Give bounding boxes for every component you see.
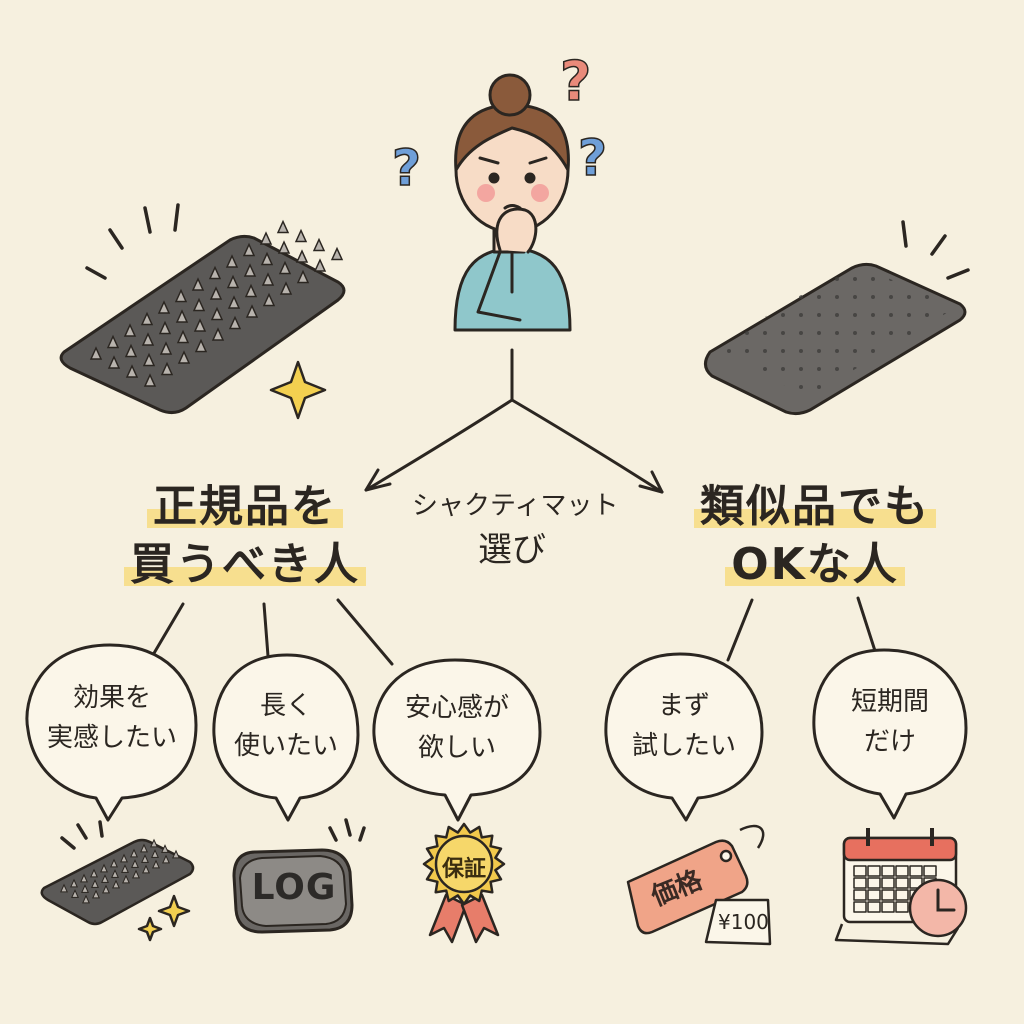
emphasis-lines bbox=[60, 203, 970, 850]
right-heading-line2: OKな人 bbox=[725, 539, 905, 590]
log-badge-label: LOG bbox=[251, 867, 337, 908]
spike-mat-small-icon bbox=[40, 838, 195, 926]
left-heading-line1: 正規品を bbox=[147, 481, 343, 532]
reason-security: 安心感が 欲しい bbox=[374, 678, 540, 778]
right-heading: 類似品でも OKな人 bbox=[670, 478, 960, 594]
bubble-long-use bbox=[212, 653, 360, 822]
reason-effect-line1: 効果を bbox=[72, 683, 151, 713]
thinking-woman-icon bbox=[453, 73, 572, 332]
price-tag-icon bbox=[626, 824, 772, 946]
spike-mat-icon bbox=[59, 219, 346, 415]
left-heading: 正規品を 買うべき人 bbox=[120, 478, 370, 594]
reason-try-first-line2: 試したい bbox=[631, 731, 736, 761]
warranty-seal-label: 保証 bbox=[441, 857, 486, 882]
reason-long-use-line1: 長く bbox=[259, 691, 312, 721]
reason-security-line1: 安心感が bbox=[404, 693, 509, 723]
reason-short-term-line1: 短期間 bbox=[850, 687, 929, 717]
sparkle-icon bbox=[137, 360, 327, 942]
speech-bubbles bbox=[25, 643, 968, 822]
reason-long-use: 長く 使いたい bbox=[214, 676, 358, 776]
center-label-line1: シャクティマット bbox=[412, 491, 619, 521]
bubble-security bbox=[372, 658, 542, 822]
reason-effect: 効果を 実感したい bbox=[28, 668, 196, 768]
clock-icon bbox=[908, 878, 968, 938]
reason-short-term-line2: だけ bbox=[863, 727, 916, 757]
log-badge-icon bbox=[232, 848, 354, 934]
reason-long-use-line2: 使いたい bbox=[233, 731, 338, 761]
svg-text:?: ? bbox=[578, 129, 607, 187]
reason-security-line2: 欲しい bbox=[417, 733, 496, 763]
reason-try-first-line1: まず bbox=[657, 691, 710, 721]
warranty-seal-icon bbox=[422, 822, 506, 944]
question-mark-icon: ? ? ? bbox=[391, 49, 608, 198]
reason-try-first: まず 試したい bbox=[606, 676, 762, 776]
price-label: ¥100 bbox=[718, 910, 769, 934]
bubble-try-first bbox=[604, 652, 764, 822]
svg-text:?: ? bbox=[560, 50, 591, 113]
svg-text:?: ? bbox=[392, 139, 421, 197]
bubble-connectors bbox=[148, 596, 878, 666]
center-label-line2: 選び bbox=[478, 530, 546, 570]
bubble-short-term bbox=[812, 648, 968, 820]
right-heading-line1: 類似品でも bbox=[694, 481, 936, 532]
reason-effect-line2: 実感したい bbox=[46, 723, 177, 753]
left-heading-line2: 買うべき人 bbox=[124, 539, 366, 590]
branch-connector bbox=[364, 348, 664, 494]
center-label: シャクティマット 選び bbox=[412, 484, 619, 572]
reason-short-term: 短期間 だけ bbox=[814, 672, 966, 772]
plain-mat-icon bbox=[704, 262, 967, 416]
bubble-effect bbox=[25, 643, 198, 822]
